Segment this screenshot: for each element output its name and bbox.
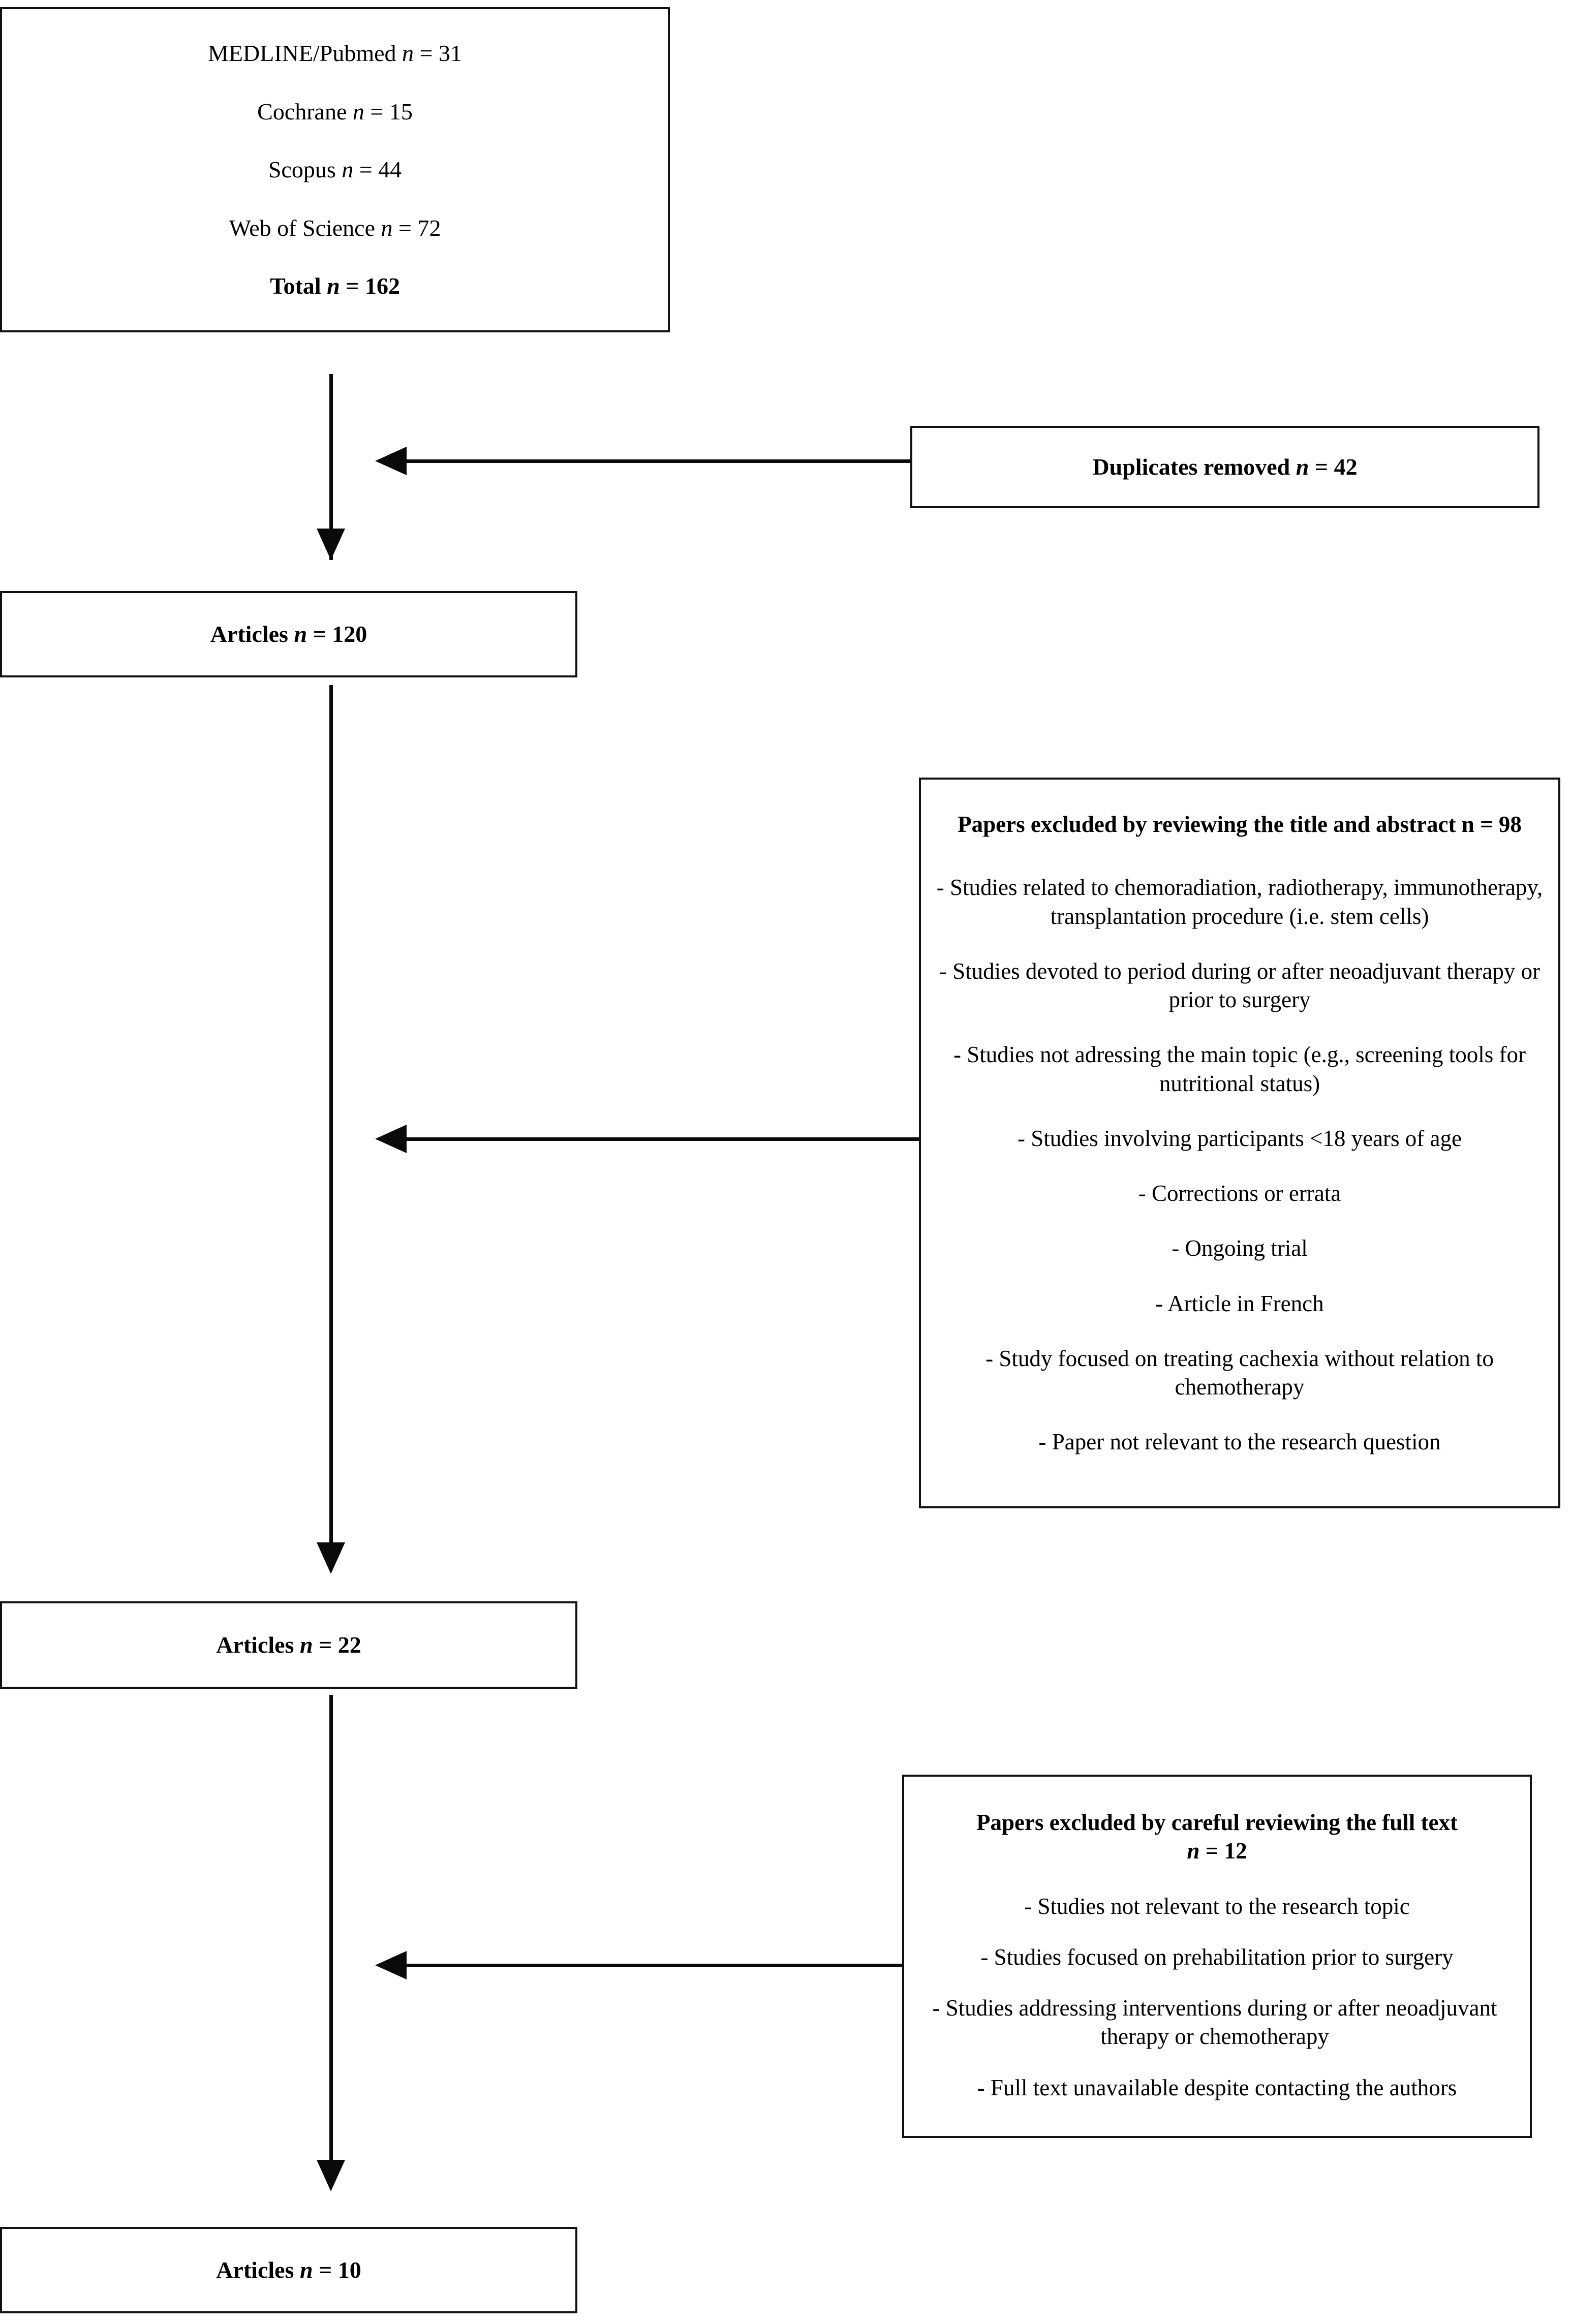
exclusion-reason-item: - Studies involving participants <18 yea… [1018,1125,1462,1151]
exclusion-reason-item: - Ongoing trial [1172,1235,1308,1261]
arrow-articles-22-to-articles-10-shaft [329,1695,333,2187]
source-line-medline: MEDLINE/Pubmed n = 31 [208,40,462,67]
articles-included-box: Articles n = 10 [0,2227,577,2313]
arrow-excluded-title-to-flow-head [375,1125,407,1153]
excluded-full-text-box: Papers excluded by careful reviewing the… [902,1775,1532,2138]
arrow-sources-to-articles-120-head [317,529,345,560]
arrow-duplicates-to-flow-head [375,447,407,475]
duplicates-removed-box: Duplicates removed n = 42 [910,426,1539,508]
duplicates-removed-label: Duplicates removed n = 42 [1092,454,1358,480]
exclusion-reason-item: - Studies related to chemoradiation, rad… [936,875,1543,929]
arrow-articles-120-to-articles-22-shaft [329,685,333,1569]
exclusion-reason-item: - Studies not relevant to the research t… [1024,1893,1410,1919]
exclusion-reason-item: - Full text unavailable despite contacti… [977,2074,1457,2100]
source-line-web-of-science: Web of Science n = 72 [229,214,441,241]
excluded-full-text-header: Papers excluded by careful reviewing the… [976,1810,1458,1864]
articles-after-screening-box: Articles n = 22 [0,1601,577,1689]
arrow-excluded-title-to-flow-shaft [404,1137,919,1141]
source-line-total: Total n = 162 [270,273,400,299]
arrow-articles-22-to-articles-10-head [317,2160,345,2191]
articles-after-duplicates-label: Articles n = 120 [210,621,367,647]
exclusion-reason-item: - Corrections or errata [1138,1181,1341,1206]
exclusion-reason-item: - Studies not adressing the main topic (… [953,1042,1526,1096]
exclusion-reason-item: - Studies focused on prehabilitation pri… [980,1944,1454,1970]
articles-after-duplicates-box: Articles n = 120 [0,591,577,677]
excluded-title-abstract-box: Papers excluded by reviewing the title a… [919,778,1560,1508]
identification-records-box: MEDLINE/Pubmed n = 31 Cochrane n = 15 Sc… [0,7,670,332]
arrow-sources-to-articles-120-shaft [329,374,333,560]
exclusion-reason-item: - Article in French [1155,1290,1324,1316]
arrow-excluded-full-to-flow-head [375,1951,407,1979]
excluded-title-abstract-header: Papers excluded by reviewing the title a… [958,812,1522,837]
articles-after-screening-label: Articles n = 22 [216,1632,361,1658]
articles-included-label: Articles n = 10 [216,2257,361,2283]
arrow-articles-120-to-articles-22-head [317,1542,345,1574]
exclusion-reason-item: - Studies addressing interventions durin… [932,1995,1497,2050]
exclusion-reason-item: - Study focused on treating cachexia wit… [985,1345,1494,1400]
source-line-scopus: Scopus n = 44 [268,157,402,183]
source-line-cochrane: Cochrane n = 15 [257,98,413,125]
arrow-excluded-full-to-flow-shaft [404,1964,902,1967]
exclusion-reason-item: - Studies devoted to period during or af… [939,958,1541,1012]
arrow-duplicates-to-flow-shaft [404,459,910,463]
exclusion-reason-item: - Paper not relevant to the research que… [1038,1429,1441,1455]
